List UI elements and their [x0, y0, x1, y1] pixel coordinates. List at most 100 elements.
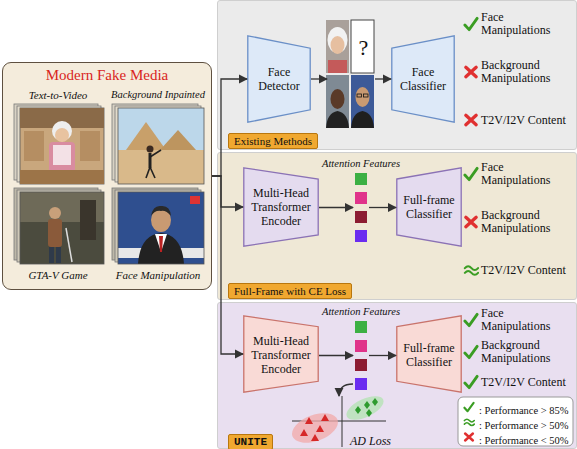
- thumbnail-game: [66, 228, 72, 262]
- score-icon: [463, 262, 479, 278]
- thumbnail-text-to-video: [24, 131, 44, 161]
- result-text: Background Manipulations: [481, 59, 569, 85]
- classifier-block: Full-frame Classifier: [396, 315, 462, 393]
- score-icon: [463, 374, 479, 390]
- feature-square: [355, 211, 367, 223]
- result-holder: Background Manipulations: [481, 59, 569, 85]
- thumbnail-caption: Face Manipulation: [108, 268, 208, 282]
- thumbnail-face-manipulation: [112, 188, 204, 264]
- thumbnail-background-inpainted: [160, 130, 196, 150]
- block-label: Face Classifier: [396, 48, 450, 110]
- method-tag: Existing Methods: [228, 133, 318, 149]
- tag-holder: Full-Frame with CE Loss: [228, 281, 352, 299]
- score-icon: [466, 217, 476, 226]
- score-icon: [463, 416, 475, 428]
- score-icon: [463, 166, 479, 182]
- block-label: Full-frame Classifier: [401, 179, 457, 235]
- legend-holder: : Performance > 50%: [479, 415, 571, 433]
- result-text: Face Manipulations: [481, 11, 569, 37]
- thumbnail-background-inpainted: [150, 150, 161, 157]
- thumbnail-background-inpainted: [126, 122, 166, 150]
- attention-features: Attention Features: [353, 173, 369, 242]
- flow-arrow: [311, 78, 327, 79]
- block-label: Multi-Head Transformer Encoder: [248, 327, 314, 382]
- legend-holder: : Performance < 50%: [479, 430, 571, 448]
- score-icon: [465, 433, 473, 440]
- flow-arrow: [319, 355, 353, 356]
- score-icon: [464, 419, 474, 425]
- thumbnail-background-inpainted: [146, 167, 150, 178]
- ad-loss-plot-picture: [311, 434, 319, 441]
- trapezoid: [397, 168, 461, 246]
- thumbnail-text-to-video: [49, 142, 75, 174]
- thumbnail-text-to-video: [53, 145, 71, 165]
- thumbnail-caption: GTA-V Game: [12, 268, 104, 282]
- result-text: T2V/I2V Content: [481, 264, 569, 277]
- face-crops-picture: [356, 87, 370, 107]
- feature-heading: Attention Features: [322, 158, 400, 169]
- thumbnail-game: [49, 247, 54, 263]
- thumbnail-text-to-video: [20, 170, 104, 184]
- thumbnail-background-inpainted: [149, 153, 152, 168]
- loss-label-holder: AD Loss: [349, 431, 392, 449]
- thumbnail-face-manipulation: [151, 206, 171, 216]
- flow-arrow: [339, 384, 353, 396]
- flow-arrow: [375, 78, 391, 79]
- legend-text: : Performance < 50%: [479, 435, 569, 446]
- score-icon: [463, 214, 479, 230]
- attention-features: Attention Features: [353, 321, 369, 390]
- thumbnail-caption-holder: Text-to-Video: [12, 88, 104, 102]
- flow-arrow: [369, 207, 396, 208]
- thumbnail-caption-holder: Background Inpainted: [106, 88, 210, 102]
- trapezoid: [244, 168, 318, 246]
- ad-loss-plot-picture: [316, 425, 324, 432]
- score-icon: [463, 112, 479, 128]
- thumbnail-background-inpainted: [147, 146, 154, 153]
- ad-loss-plot-picture: [288, 408, 342, 449]
- face-crops-picture: [326, 75, 349, 128]
- flow-arrow: [212, 79, 247, 176]
- thumbnail-text-to-video: [14, 104, 104, 184]
- thumbnail-background-inpainted: [112, 104, 204, 184]
- score-icon: [466, 67, 476, 76]
- thumbnail-background-inpainted: [150, 167, 155, 178]
- thumbnail-background-inpainted: [118, 150, 204, 184]
- result-text: T2V/I2V Content: [481, 114, 569, 127]
- result-text: Face Manipulations: [481, 307, 569, 333]
- feature-heading: Attention Features: [322, 306, 400, 317]
- thumbnail-face-manipulation: [118, 192, 204, 264]
- result-holder: Face Manipulations: [481, 161, 569, 187]
- method-tag: Full-Frame with CE Loss: [228, 283, 352, 299]
- score-icon: [463, 401, 475, 413]
- ad-loss-plot-picture: [343, 391, 387, 424]
- flow-arrow: [212, 176, 243, 354]
- feature-heading-holder: Attention Features: [311, 153, 411, 171]
- score-icon: [464, 403, 473, 411]
- trapezoid: [397, 316, 461, 392]
- ad-loss-plot-picture: [364, 401, 370, 409]
- block-label: Multi-Head Transformer Encoder: [248, 179, 314, 235]
- trapezoid: [248, 36, 310, 122]
- result-text: T2V/I2V Content: [481, 376, 569, 389]
- result-holder: Background Manipulations: [481, 339, 569, 365]
- ad-loss-plot-picture: [305, 417, 313, 424]
- tag-holder: UNITE: [228, 431, 273, 449]
- feature-square: [355, 359, 367, 371]
- score-icon: [465, 314, 477, 325]
- face-crops-picture: [328, 27, 348, 53]
- thumbnail-game: [56, 247, 61, 263]
- result-text: Background Manipulations: [481, 339, 569, 365]
- result-holder: Face Manipulations: [481, 307, 569, 333]
- score-icon: [465, 346, 477, 357]
- feature-square: [355, 378, 367, 390]
- feature-square: [355, 192, 367, 204]
- face-crops-picture: [331, 36, 345, 54]
- result-holder: Background Manipulations: [481, 209, 569, 235]
- thumbnail-game: [20, 192, 104, 264]
- thumbnail-game: [49, 207, 61, 219]
- block-label: Face Detector: [252, 48, 306, 110]
- feature-square: [355, 340, 367, 352]
- unknown-mark: ?: [359, 36, 369, 60]
- ad-loss-plot-picture: [366, 409, 372, 417]
- legend-box: [458, 397, 573, 446]
